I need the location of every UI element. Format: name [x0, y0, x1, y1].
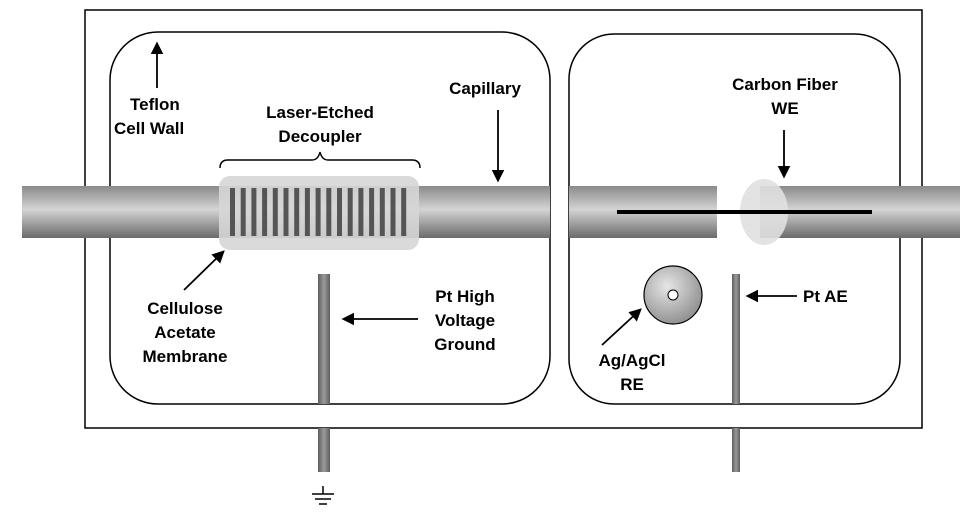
pt-hv-ground-rod-lower	[318, 428, 330, 472]
pt-ae-rod-lower	[732, 428, 740, 472]
label-decoupler: Decoupler	[278, 127, 362, 146]
label-carbon-fiber: Carbon Fiber	[732, 75, 838, 94]
decoupler-stripe	[369, 188, 375, 236]
label-membrane: Cellulose	[147, 299, 223, 318]
decoupler-stripe	[251, 188, 257, 236]
capillary-right-stub	[897, 186, 960, 238]
label-decoupler: Laser-Etched	[266, 103, 374, 122]
label-hv-ground: Voltage	[435, 311, 495, 330]
label-teflon: Teflon	[130, 95, 180, 114]
pt-hv-ground-rod	[318, 274, 330, 404]
label-carbon-fiber: WE	[771, 99, 798, 118]
decoupler-stripe	[240, 188, 246, 236]
decoupler-stripes	[230, 188, 407, 236]
label-agagcl: RE	[620, 375, 644, 394]
ground-symbol-icon	[312, 486, 334, 505]
label-membrane: Acetate	[154, 323, 215, 342]
arrow-icon	[601, 308, 642, 346]
decoupler-brace	[219, 151, 421, 169]
label-capillary: Capillary	[449, 79, 521, 98]
decoupler-stripe	[315, 188, 321, 236]
label-membrane: Membrane	[142, 347, 227, 366]
decoupler-stripe	[347, 188, 353, 236]
decoupler-stripe	[262, 188, 268, 236]
arrow-icon	[183, 250, 225, 291]
decoupler-stripe	[337, 188, 342, 236]
capillary-left-stub	[22, 186, 110, 238]
pt-ae-rod	[732, 274, 740, 404]
decoupler-stripe	[358, 188, 364, 236]
decoupler-stripe	[326, 188, 332, 236]
decoupler-stripe	[272, 188, 278, 236]
decoupler-stripe	[379, 188, 385, 236]
decoupler-stripe	[283, 188, 289, 236]
decoupler-stripe	[390, 188, 396, 236]
decoupler-stripe	[401, 188, 407, 236]
decoupler-stripe	[230, 188, 235, 236]
decoupler-stripe	[294, 188, 300, 236]
label-teflon: Cell Wall	[114, 119, 184, 138]
label-agagcl: Ag/AgCl	[598, 351, 665, 370]
decoupler-stripe	[304, 188, 310, 236]
agagcl-re-center	[667, 289, 679, 301]
label-pt-ae: Pt AE	[803, 287, 848, 306]
label-hv-ground: Ground	[434, 335, 495, 354]
label-hv-ground: Pt High	[435, 287, 495, 306]
